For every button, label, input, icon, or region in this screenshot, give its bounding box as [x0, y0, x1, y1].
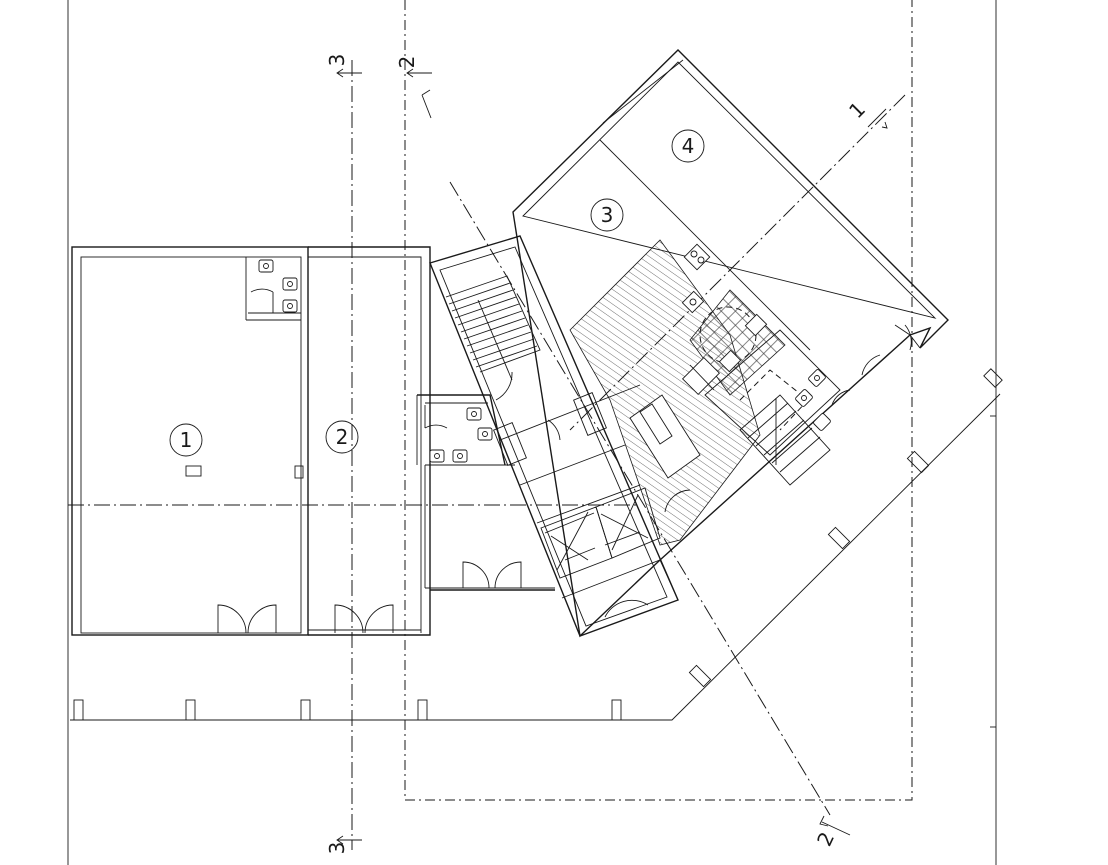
stair-core	[429, 235, 679, 637]
room-label-1: 1	[169, 423, 203, 457]
plot-boundary	[404, 0, 913, 801]
section-label-3-top: 3	[325, 54, 349, 67]
section-marker-2-top: 2	[395, 56, 432, 119]
section-marker-3-top: 3	[325, 54, 362, 78]
section-marker-1: 1	[844, 97, 888, 129]
apartment-stair	[739, 394, 831, 486]
section-marker-3-bottom: 3	[325, 835, 362, 855]
apartment-wing	[512, 49, 949, 638]
room-2	[308, 246, 431, 636]
section-axes	[68, 60, 906, 850]
room-2-entry-doors[interactable]	[334, 604, 394, 634]
sheet-border	[67, 0, 997, 865]
entry-vestibule[interactable]	[561, 559, 679, 618]
room-1	[71, 246, 309, 636]
section-label-3-bottom: 3	[325, 842, 349, 855]
room-1-entry-doors[interactable]	[217, 604, 277, 634]
section-label-1: 1	[844, 97, 870, 123]
wc-room-1	[250, 259, 298, 313]
room-number-3: 3	[601, 203, 614, 227]
section-label-2-bottom: 2	[812, 828, 839, 850]
section-marker-2-bottom: 2	[812, 815, 851, 850]
street-edge	[70, 368, 1003, 721]
section-label-2-top: 2	[395, 56, 419, 69]
living-furniture	[629, 356, 721, 513]
room-label-4: 4	[671, 129, 705, 163]
apartment-bathroom	[704, 329, 851, 456]
apartment-entry-door[interactable]	[861, 324, 912, 376]
room-number-2: 2	[336, 425, 349, 449]
corridor-area	[424, 464, 555, 591]
wc-central	[416, 394, 506, 466]
room-label-2: 2	[325, 420, 359, 454]
room-number-1: 1	[180, 428, 193, 452]
room-label-3: 3	[590, 198, 624, 232]
room-number-4: 4	[682, 134, 695, 158]
